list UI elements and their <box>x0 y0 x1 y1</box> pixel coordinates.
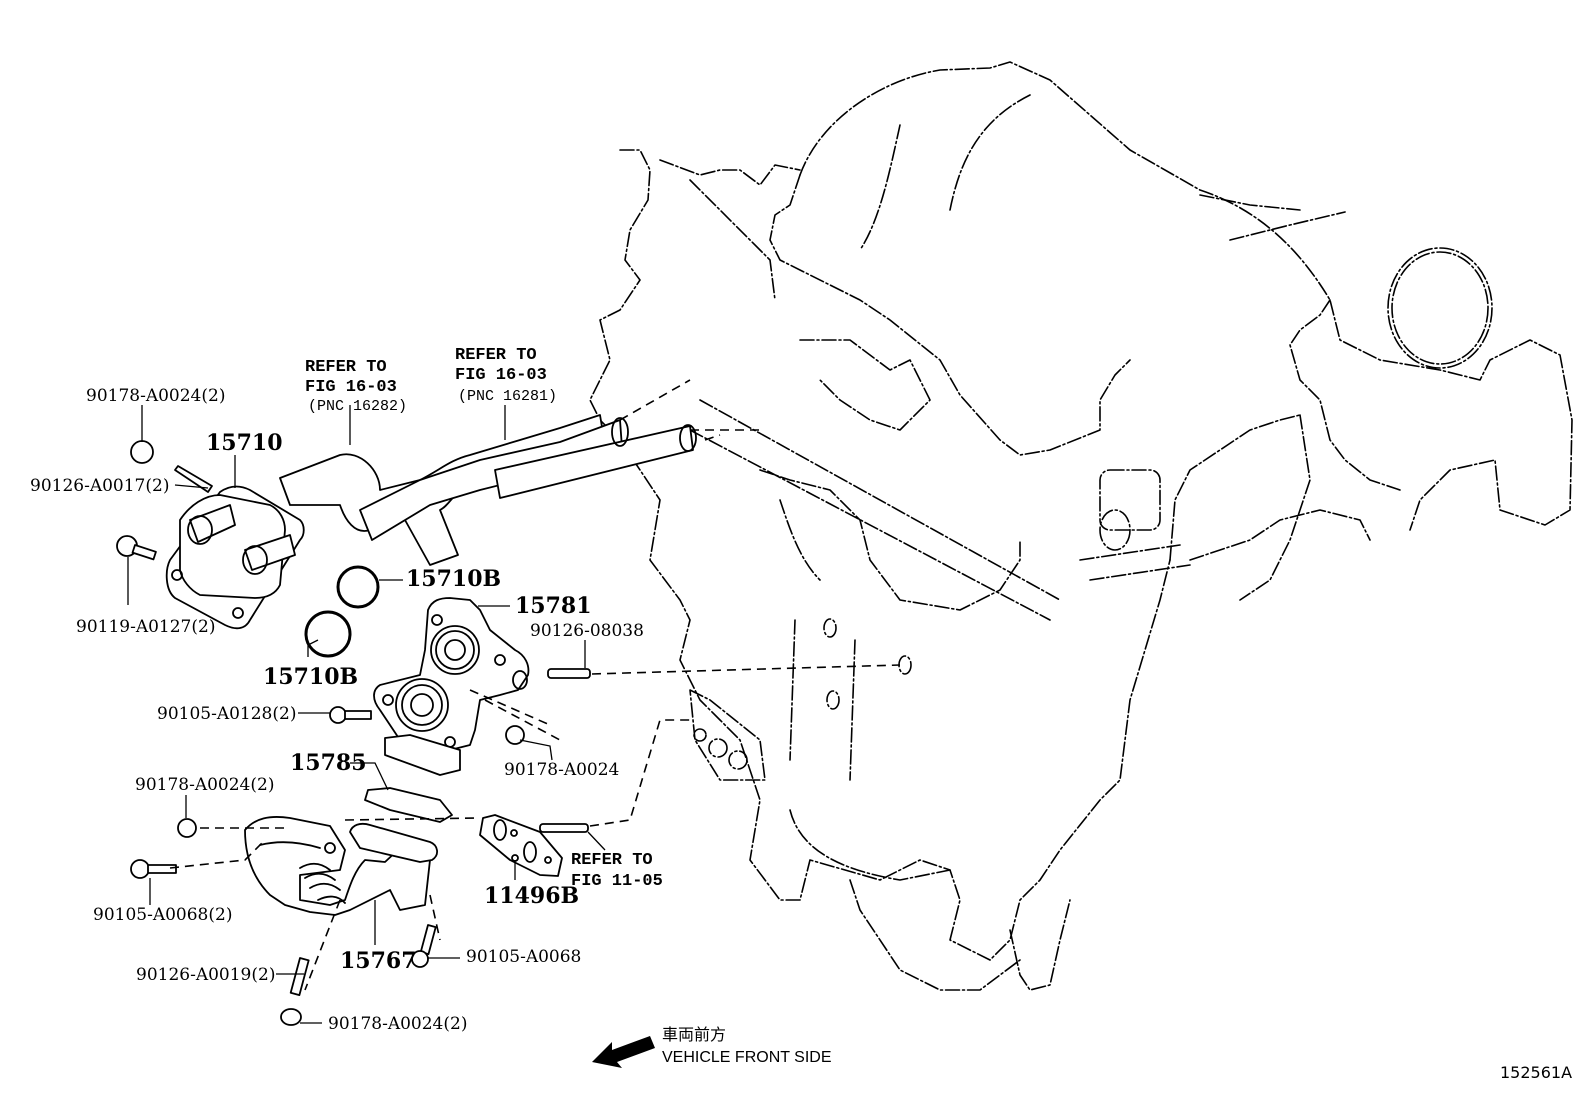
gasket-plate-11496b[interactable] <box>479 814 563 877</box>
ref-note-11-05-line1[interactable]: REFER TO <box>571 851 653 870</box>
vehicle-front-indicator: 車両前方 VEHICLE FRONT SIDE <box>592 1026 832 1068</box>
part-labels: 90178-A0024(2) 15710 90126-A0017(2) 9011… <box>30 346 663 1034</box>
label-cooler-bracket[interactable]: 15781 <box>515 593 592 619</box>
arrow-left-down-icon <box>592 1036 655 1068</box>
gasket-15785[interactable] <box>364 787 453 823</box>
alignment-lines <box>169 664 901 991</box>
label-bolt-bracket[interactable]: 90105-A0128(2) <box>157 704 296 724</box>
leader-lines <box>127 405 606 1024</box>
oil-pipe-15767[interactable] <box>244 816 438 916</box>
front-label-en: VEHICLE FRONT SIDE <box>662 1049 832 1066</box>
label-o-ring-upper[interactable]: 15710B <box>406 566 501 592</box>
label-gasket[interactable]: 15785 <box>290 750 367 776</box>
ref-note-16281-line2[interactable]: FIG 16-03 <box>455 366 547 385</box>
label-bolt-cooler[interactable]: 90119-A0127(2) <box>76 617 215 637</box>
label-oil-pipe[interactable]: 15767 <box>340 948 417 974</box>
label-nut-top[interactable]: 90178-A0024(2) <box>86 386 225 406</box>
front-label-jp: 車両前方 <box>662 1026 726 1044</box>
label-bolt-pipe-single[interactable]: 90105-A0068 <box>466 947 581 967</box>
label-stud-pipe[interactable]: 90126-A0019(2) <box>136 965 275 985</box>
label-bolt-pipe[interactable]: 90105-A0068(2) <box>93 905 232 925</box>
ref-note-16281-line3: (PNC 16281) <box>458 388 557 405</box>
label-gasket-plate[interactable]: 11496B <box>484 883 579 909</box>
ref-note-11-05-line2[interactable]: FIG 11-05 <box>571 872 663 891</box>
label-o-ring-lower[interactable]: 15710B <box>263 664 358 690</box>
nut-top-icon <box>130 440 154 464</box>
label-oil-cooler[interactable]: 15710 <box>206 430 283 456</box>
label-nut-pipe[interactable]: 90178-A0024(2) <box>135 775 274 795</box>
oil-cooler-15710[interactable] <box>165 485 305 630</box>
o-ring-upper-15710b[interactable] <box>336 565 380 609</box>
ref-note-16282-line2[interactable]: FIG 16-03 <box>305 378 397 397</box>
fasteners <box>116 440 591 1026</box>
engine-block-outline <box>589 61 1573 991</box>
figure-id: 152561A <box>1500 1063 1572 1082</box>
cooler-bracket-15781[interactable] <box>373 597 530 776</box>
label-stud-bracket[interactable]: 90126-08038 <box>530 621 644 641</box>
label-stud-top[interactable]: 90126-A0017(2) <box>30 476 169 496</box>
ref-note-16282-line1[interactable]: REFER TO <box>305 358 387 377</box>
heater-hoses <box>279 379 760 566</box>
label-nut-bracket[interactable]: 90178-A0024 <box>504 760 619 780</box>
label-nut-bottom[interactable]: 90178-A0024(2) <box>328 1014 467 1034</box>
o-ring-lower-15710b[interactable] <box>304 610 352 658</box>
ref-note-16282-line3: (PNC 16282) <box>308 398 407 415</box>
ref-note-16281-line1[interactable]: REFER TO <box>455 346 537 365</box>
